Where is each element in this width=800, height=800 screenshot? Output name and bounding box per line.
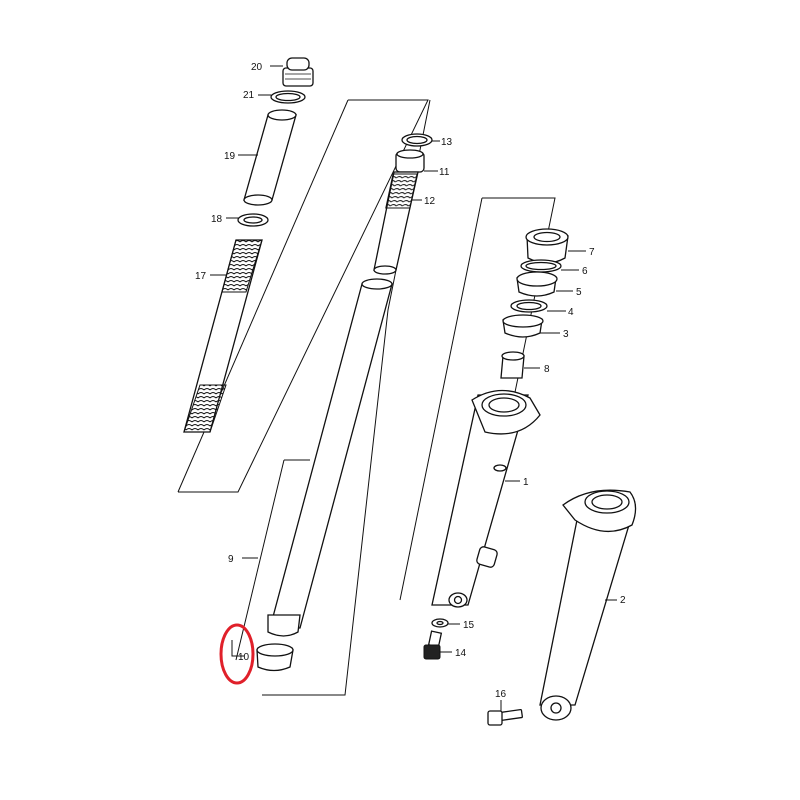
part-6-clip: [520, 259, 579, 273]
label-part-2: 2: [620, 595, 626, 606]
label-part-14: 14: [455, 648, 467, 659]
label-part-17: 17: [195, 271, 207, 282]
part-18-washer: [226, 213, 269, 227]
part-2-outer-tube: [539, 489, 637, 721]
label-part-1: 1: [523, 477, 529, 488]
part-12-damper-rod: [373, 171, 422, 275]
part-13-ring: [401, 133, 440, 147]
part-19-spacer-tube: [238, 109, 297, 206]
highlight-circle-part-10: [219, 623, 255, 685]
part-11-piston-ring: [395, 149, 438, 173]
label-part-19: 19: [224, 151, 236, 162]
part-21-o-ring: [258, 90, 306, 104]
label-part-6: 6: [582, 266, 588, 277]
part-4-washer: [510, 299, 566, 313]
label-part-5: 5: [576, 287, 582, 298]
label-part-18: 18: [211, 214, 223, 225]
label-part-7: 7: [589, 247, 595, 258]
part-9-inner-tube: [242, 278, 393, 637]
part-16-bolt: [487, 700, 523, 726]
part-3-guide-bushing: [502, 314, 560, 338]
label-part-12: 12: [424, 196, 436, 207]
part-7-dust-seal: [525, 228, 586, 264]
part-1-outer-tube: [431, 389, 541, 608]
part-5-oil-seal: [516, 271, 573, 297]
label-part-8: 8: [544, 364, 550, 375]
label-part-4: 4: [568, 307, 574, 318]
label-part-9: 9: [228, 554, 234, 565]
part-15-gasket: [431, 618, 460, 628]
label-part-21: 21: [243, 90, 255, 101]
label-part-10: 10: [238, 652, 250, 663]
label-part-11: 11: [439, 167, 450, 178]
part-14-bolt: [423, 630, 452, 660]
part-8-slide-bushing: [500, 351, 540, 379]
label-part-20: 20: [251, 62, 263, 73]
label-part-15: 15: [463, 620, 475, 631]
label-part-13: 13: [441, 137, 453, 148]
part-10-bushing: [231, 640, 294, 672]
label-part-16: 16: [495, 689, 507, 700]
part-17-fork-spring: [183, 239, 263, 433]
label-part-3: 3: [563, 329, 569, 340]
part-20-cap-bolt: [270, 57, 314, 87]
